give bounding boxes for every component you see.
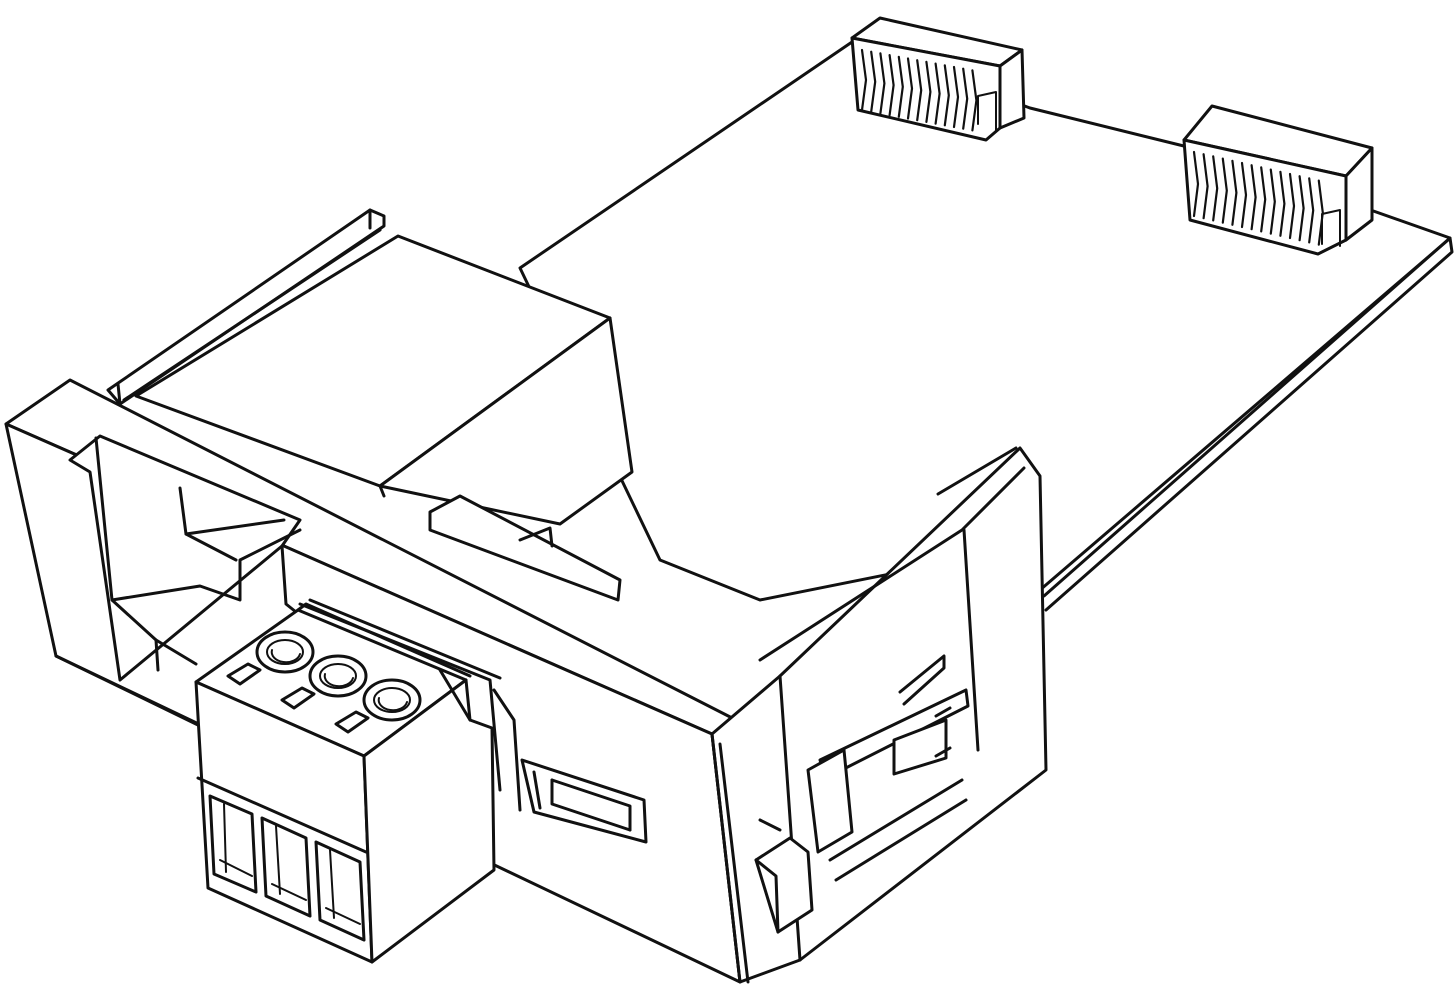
- screw-terminal-icon: [255, 630, 315, 674]
- board-connector-icon: [1182, 104, 1374, 256]
- connector-pin: [1212, 155, 1219, 222]
- connector-pin: [962, 67, 969, 130]
- connector-pin: [1279, 170, 1286, 237]
- connector-pin: [916, 59, 923, 122]
- connector-pin: [1298, 175, 1305, 242]
- connector-pin: [1192, 150, 1200, 218]
- connector-pin: [1240, 161, 1248, 229]
- connector-pin: [1308, 177, 1315, 244]
- connector-pin: [1250, 164, 1257, 231]
- screw-terminal-icon: [362, 678, 422, 722]
- connector-pin: [1260, 166, 1267, 233]
- connector-pin: [1288, 172, 1296, 240]
- board-connector-icon: [850, 16, 1026, 142]
- connector-pin: [860, 48, 868, 112]
- latch-clip-icon: [754, 654, 970, 934]
- connector-pin: [934, 62, 941, 125]
- connector-pin: [1231, 159, 1238, 226]
- connector-pin: [1269, 168, 1276, 235]
- connector-pin: [971, 69, 978, 132]
- screw-terminal-icon: [308, 654, 368, 698]
- terminal-block-icon: [194, 602, 496, 964]
- connector-pin: [1221, 157, 1228, 224]
- connector-pin: [943, 64, 950, 127]
- housing-rail-icon: [106, 208, 634, 602]
- connector-pin: [879, 52, 886, 115]
- connector-pin: [1317, 179, 1324, 246]
- connector-pin: [1202, 153, 1209, 220]
- connector-pin: [897, 55, 904, 118]
- connector-pin: [925, 60, 932, 123]
- connector-pin: [906, 57, 914, 120]
- connector-pin: [952, 65, 960, 129]
- connector-pin: [870, 50, 877, 113]
- connector-pin: [888, 54, 895, 117]
